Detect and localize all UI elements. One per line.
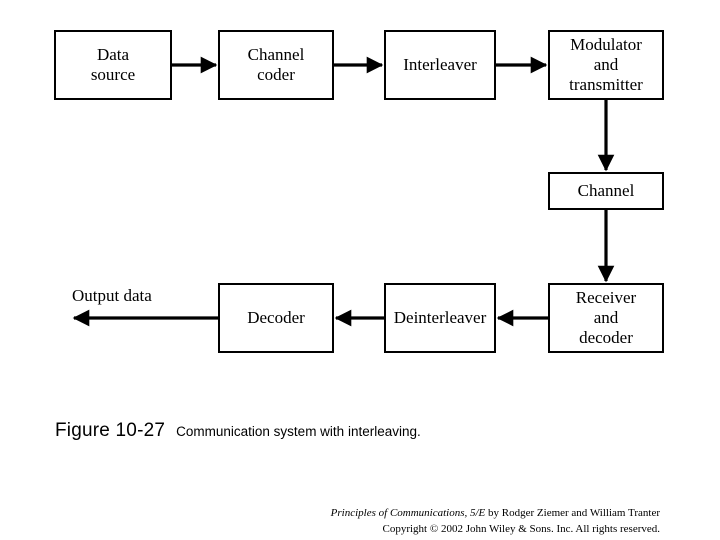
- block-decoder: Decoder: [218, 283, 334, 353]
- figure-caption-description: Communication system with interleaving.: [176, 424, 421, 439]
- block-decoder-label: Decoder: [247, 307, 305, 327]
- footer-byline: by Rodger Ziemer and William Tranter: [485, 507, 660, 519]
- block-channel-label: Channel: [577, 180, 635, 200]
- footer-copyright-line: Copyright © 2002 John Wiley & Sons. Inc.…: [382, 522, 661, 535]
- footer-book-title: Principles of Communications, 5/E: [330, 507, 486, 519]
- block-modulator-and-transmitter: Modulator and transmitter: [548, 30, 664, 100]
- figure-number: Figure 10-27: [55, 420, 166, 441]
- block-deinterleaver-label: Deinterleaver: [393, 307, 487, 327]
- block-data-source-label: Data source: [90, 44, 136, 84]
- block-channel-coder: Channel coder: [218, 30, 334, 100]
- block-interleaver: Interleaver: [384, 30, 496, 100]
- output-data-label: Output data: [72, 286, 152, 305]
- block-channel-coder-label: Channel coder: [247, 44, 305, 84]
- block-modulator-and-transmitter-label: Modulator and transmitter: [569, 34, 643, 95]
- block-channel: Channel: [548, 172, 664, 210]
- block-deinterleaver: Deinterleaver: [384, 283, 496, 353]
- block-receiver-and-decoder: Receiver and decoder: [548, 283, 664, 353]
- copyright-footer: Principles of Communications, 5/E by Rod…: [331, 506, 660, 537]
- footer-source-line: Principles of Communications, 5/E by Rod…: [331, 506, 660, 522]
- block-receiver-and-decoder-label: Receiver and decoder: [575, 287, 637, 348]
- figure-caption: Figure 10-27 Communication system with i…: [55, 420, 421, 442]
- block-data-source: Data source: [54, 30, 172, 100]
- block-interleaver-label: Interleaver: [403, 54, 477, 74]
